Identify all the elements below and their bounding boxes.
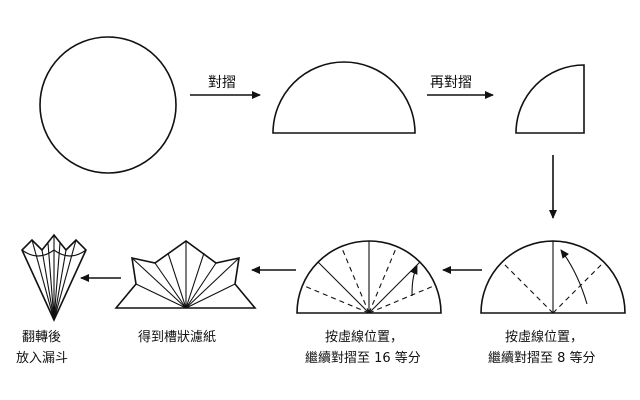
semicircle-16-divisions (296, 240, 442, 314)
label-fold-to-8-line2: 繼續對摺至 8 等分 (488, 350, 596, 366)
folded-cone-filter (21, 233, 87, 322)
label-into-funnel-line1: 翻轉後 (22, 330, 61, 345)
semicircle-8-divisions (480, 240, 626, 314)
label-grooved-paper: 得到槽狀濾紙 (138, 329, 216, 345)
label-fold-once: 對摺 (208, 75, 236, 91)
label-fold-again: 再對摺 (430, 75, 472, 91)
label-fold-to-16-line1: 按虛線位置， (325, 329, 403, 345)
quarter-circle-folded-paper (515, 64, 585, 134)
label-fold-to-8-line1: 按虛線位置， (505, 329, 583, 345)
label-fold-to-16-line2: 繼續對摺至 16 等分 (305, 350, 421, 366)
circle-filter-paper (39, 36, 177, 174)
semicircle-folded-paper (272, 61, 416, 134)
label-into-funnel-line2: 放入漏斗 (16, 350, 68, 366)
grooved-filter-paper (114, 240, 257, 309)
